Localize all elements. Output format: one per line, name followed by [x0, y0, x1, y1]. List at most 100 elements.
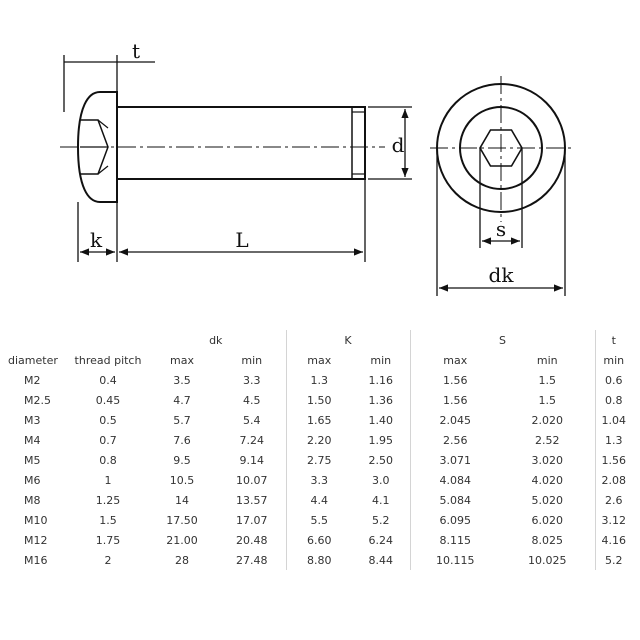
bolt-shank [116, 106, 366, 180]
table-cell: 7.6 [173, 433, 191, 447]
table-cell: 2.020 [531, 413, 564, 427]
group-dk: dk [209, 333, 223, 347]
table-cell: 1.75 [95, 533, 121, 547]
table-cell: 17.50 [166, 513, 198, 527]
table-cell: 8.025 [531, 533, 564, 547]
button-head [76, 91, 118, 203]
table-cell: 1.40 [368, 413, 394, 427]
table-cell: 1.36 [368, 393, 394, 407]
table-cell: 10.025 [528, 553, 567, 567]
table-cell: 2.75 [285, 450, 353, 470]
column-header: max [170, 353, 194, 367]
diameter-cell: M12 [24, 533, 48, 547]
table-cell: 1 [104, 473, 112, 487]
table-cell: 2.045 [409, 410, 501, 430]
table-cell: 1.3 [285, 370, 353, 390]
table-cell: 6.24 [368, 533, 394, 547]
table-cell: 8.44 [368, 553, 394, 567]
dimension-d [368, 106, 412, 180]
table-cell: 3.071 [409, 450, 501, 470]
dimension-spec-table: dk K S t diameter thread pitch max min m… [8, 330, 633, 570]
table-cell: 0.4 [99, 373, 117, 387]
table-cell: 0.8 [594, 390, 633, 410]
table-cell: 0.8 [99, 453, 117, 467]
table-cell: 4.16 [594, 530, 633, 550]
table-cell: 1.56 [594, 450, 633, 470]
table-cell: 20.48 [236, 533, 268, 547]
table-cell: 1.56 [409, 390, 501, 410]
bolt-side-view [76, 91, 366, 203]
table-cell: 10.07 [236, 473, 268, 487]
table-cell: 4.7 [173, 393, 191, 407]
table-cell: 5.084 [409, 490, 501, 510]
dimension-t [63, 55, 155, 112]
diameter-cell: M5 [24, 453, 41, 467]
group-header-row: dk K S t [8, 330, 633, 350]
table-cell: 3.3 [243, 373, 261, 387]
table-cell: 4.5 [243, 393, 261, 407]
column-header: diameter [8, 353, 58, 367]
table-cell: 1.5 [538, 373, 557, 387]
table-cell: 2.56 [409, 430, 501, 450]
table-cell: 0.6 [594, 370, 633, 390]
table-cell: 1.50 [285, 390, 353, 410]
group-k: K [285, 330, 411, 350]
label-l: L [235, 228, 248, 252]
table-cell: 5.4 [243, 413, 261, 427]
table-cell: 6.020 [531, 513, 564, 527]
table-cell: 3.3 [285, 470, 353, 490]
dimension-s [479, 148, 523, 248]
table-cell: 8.115 [409, 530, 501, 550]
table-cell: 6.095 [409, 510, 501, 530]
table-cell: 14 [175, 493, 189, 507]
diameter-cell: M2 [24, 373, 41, 387]
diameter-cell: M2.5 [24, 393, 51, 407]
table-cell: 13.57 [236, 493, 268, 507]
table-cell: 2.08 [594, 470, 633, 490]
column-header: min [241, 353, 263, 367]
label-k: k [90, 228, 103, 252]
table-cell: 21.00 [166, 533, 198, 547]
table-cell: 4.4 [285, 490, 353, 510]
table-cell: 1.04 [594, 410, 633, 430]
table-cell: 2.20 [285, 430, 353, 450]
table-cell: 9.5 [173, 453, 191, 467]
table-cell: 3.5 [173, 373, 191, 387]
diameter-cell: M16 [24, 553, 48, 567]
column-header: min [536, 353, 558, 367]
table-cell: 3.0 [372, 473, 390, 487]
socket-cone-top [97, 119, 109, 129]
table-cell: 10.115 [409, 550, 501, 570]
table-cell: 7.24 [239, 433, 265, 447]
table-cell: 1.5 [99, 513, 117, 527]
diameter-cell: M10 [24, 513, 48, 527]
diameter-cell: M6 [24, 473, 41, 487]
label-s: s [496, 217, 506, 241]
table-cell: 2.52 [535, 433, 560, 447]
column-header: min [594, 350, 633, 370]
dimension-k-l [77, 179, 366, 262]
group-t: t [594, 330, 633, 350]
table-cell: 5.5 [285, 510, 353, 530]
socket-cone-bottom [97, 165, 109, 175]
bolt-technical-drawing: t d k L s dk [60, 39, 575, 296]
table-cell: 2.6 [594, 490, 633, 510]
table-cell: 2.50 [368, 453, 394, 467]
table-cell: 28 [175, 553, 189, 567]
table-cell: 1.25 [95, 493, 121, 507]
table-cell: 17.07 [236, 513, 268, 527]
table-cell: 9.14 [239, 453, 265, 467]
column-header: max [409, 350, 501, 370]
table-cell: 4.1 [372, 493, 390, 507]
table-cell: 0.45 [95, 393, 121, 407]
table-cell: 4.020 [531, 473, 564, 487]
diameter-cell: M3 [24, 413, 41, 427]
